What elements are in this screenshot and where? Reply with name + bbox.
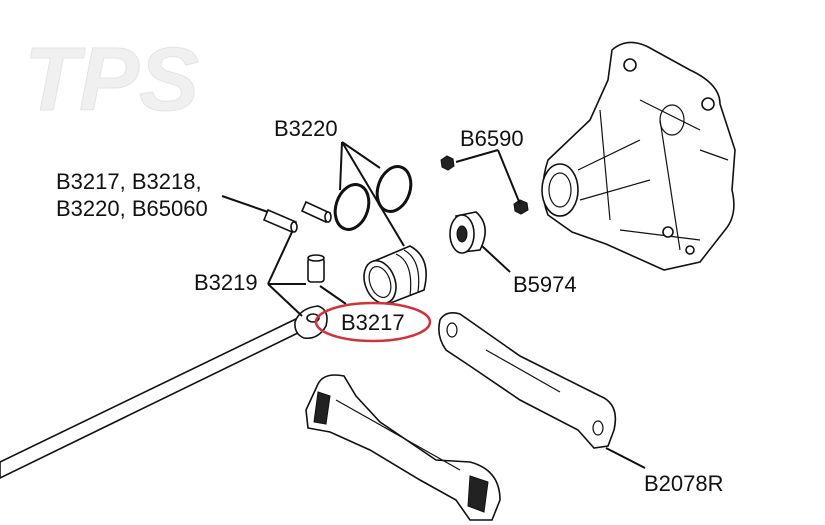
drive-shaft	[0, 305, 328, 479]
leader-lines	[221, 141, 646, 469]
drive-cup	[363, 245, 427, 306]
label-pins-line2: B3220, B65060	[56, 196, 208, 221]
pin-2	[300, 200, 332, 224]
nut-2	[513, 199, 529, 215]
o-ring-2	[375, 165, 413, 213]
label-b6590: B6590	[460, 126, 524, 151]
watermark: TPS	[24, 30, 199, 130]
pin-1	[262, 208, 298, 234]
gearbox-housing	[541, 41, 736, 271]
label-b3219: B3219	[194, 270, 258, 295]
bearing	[449, 211, 486, 254]
highlight-ellipse	[314, 301, 432, 343]
nut-1	[440, 155, 455, 171]
o-ring-1	[333, 183, 371, 231]
arm-mount	[305, 374, 501, 521]
label-b3217-highlight: B3217	[341, 310, 405, 335]
suspension-brace	[438, 312, 617, 449]
label-b2078r: B2078R	[644, 471, 724, 496]
label-pins-line1: B3217, B3218,	[56, 169, 202, 194]
cross-pin	[307, 254, 325, 283]
label-b5974: B5974	[513, 272, 577, 297]
label-b3220-rings: B3220	[274, 116, 338, 141]
